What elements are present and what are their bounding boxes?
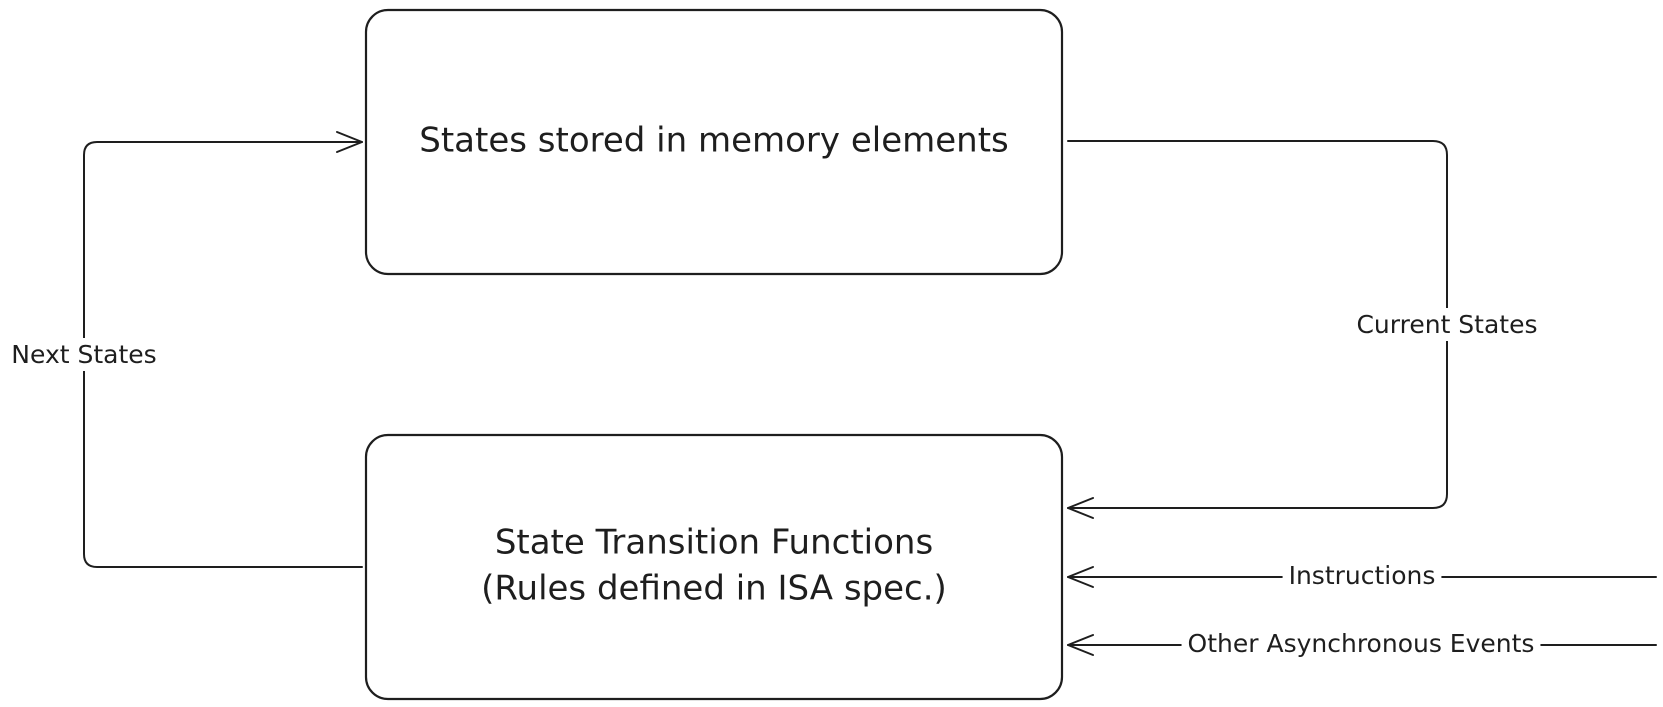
current-states-label-bg xyxy=(1350,308,1544,341)
memory-elements-node[interactable]: States stored in memory elements xyxy=(364,8,1064,276)
instructions-label: Instructions xyxy=(1289,561,1436,590)
instructions-label-bg xyxy=(1282,559,1442,592)
async-events-edge: Other Asynchronous Events xyxy=(1067,627,1657,660)
next-states-label: Next States xyxy=(11,340,156,369)
current-states-edge: Current States xyxy=(1067,140,1544,519)
next-states-label-bg xyxy=(5,338,163,371)
state-transition-subtitle: (Rules defined in ISA spec.) xyxy=(481,569,947,609)
current-states-arrowhead xyxy=(1067,497,1094,519)
state-transition-box xyxy=(364,433,1064,701)
current-states-label: Current States xyxy=(1356,310,1537,339)
async-events-label-bg xyxy=(1181,627,1541,660)
async-events-label: Other Asynchronous Events xyxy=(1188,629,1535,658)
next-states-arrowhead xyxy=(336,131,363,153)
memory-elements-box xyxy=(364,8,1064,276)
async-events-arrowhead xyxy=(1067,634,1094,656)
instructions-edge: Instructions xyxy=(1067,559,1657,592)
state-transition-node[interactable]: State Transition Functions (Rules define… xyxy=(364,433,1064,701)
state-transition-title: State Transition Functions xyxy=(495,523,933,563)
instructions-arrowhead xyxy=(1067,566,1094,588)
memory-elements-label: States stored in memory elements xyxy=(419,121,1009,161)
next-states-edge: Next States xyxy=(5,131,363,568)
